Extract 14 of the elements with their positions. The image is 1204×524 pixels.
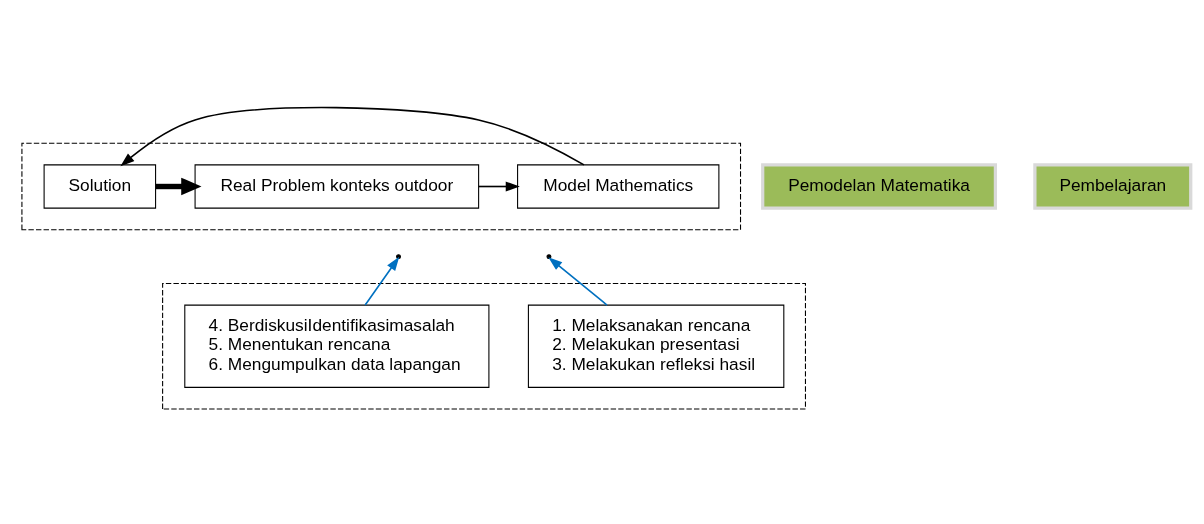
node-box: Real Problem konteks outdoor xyxy=(194,163,480,209)
arrow xyxy=(477,181,520,191)
node-box: Pemodelan Matematika xyxy=(761,162,997,210)
cluster xyxy=(162,282,806,410)
node-box: 4. BerdiskusiIdentifikasimasalah 5. Menentukan rencana 6. Mengumpulkan data lapangan xyxy=(184,304,490,388)
node-box: Model Mathematics xyxy=(517,163,720,209)
node-box: Pembelajaran xyxy=(1033,162,1193,210)
arrow xyxy=(155,177,202,195)
arrow xyxy=(120,106,585,166)
node-box: Solution xyxy=(43,163,157,209)
node-box: 1. Melaksanakan rencana 2. Melakukan presentasi 3. Melakukan refleksi hasil xyxy=(527,304,785,388)
cluster xyxy=(21,142,742,230)
arrow xyxy=(364,256,400,306)
arrow xyxy=(548,256,608,306)
